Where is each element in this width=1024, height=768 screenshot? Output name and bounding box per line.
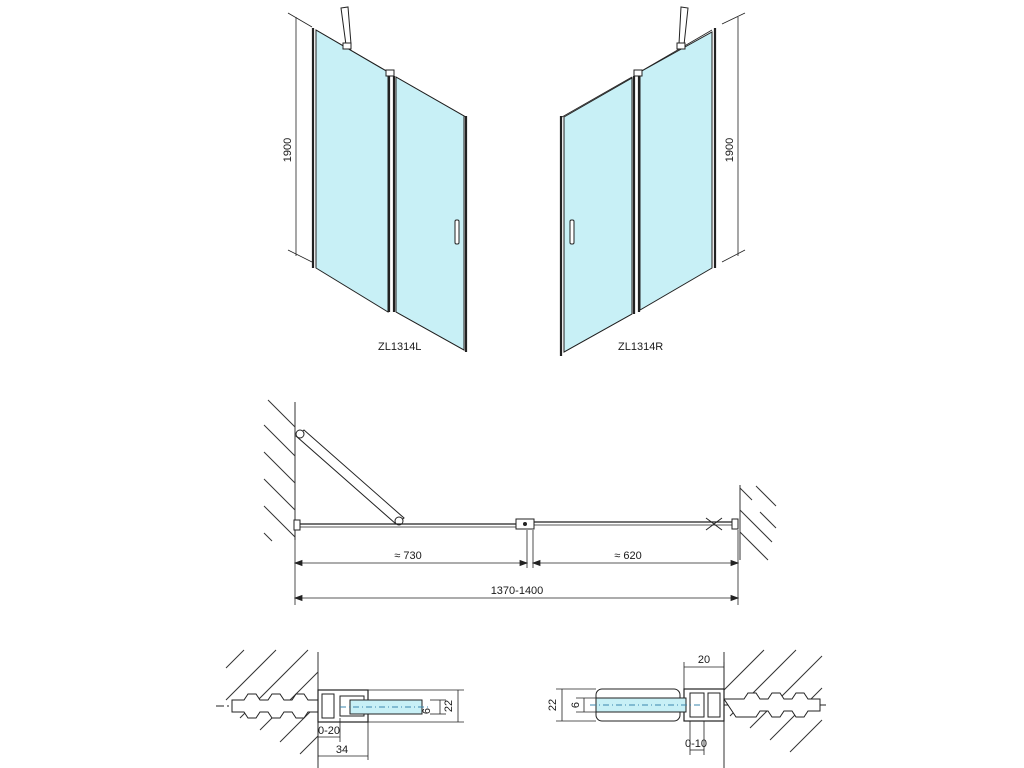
detail-right-dim-glass: 6 xyxy=(570,702,582,708)
fixed-glass-panel-right xyxy=(639,31,713,311)
detail-left-dim-profile: 22 xyxy=(443,700,455,712)
plan-glass-line xyxy=(293,517,739,531)
plan-dimension-lines xyxy=(293,530,740,605)
model-label-right: ZL1314R xyxy=(618,341,663,353)
dimension-total-width: 1370-1400 xyxy=(491,585,544,597)
dimension-fixed-width: ≈ 620 xyxy=(614,550,641,562)
detail-left-dim-glass: 6 xyxy=(421,708,433,714)
detail-right-dim-adjust: 0-10 xyxy=(685,738,707,750)
profile-detail-left: 6 22 0-20 34 xyxy=(216,649,464,768)
right-wall-hatch xyxy=(739,485,777,561)
fixed-glass-panel-left xyxy=(315,29,389,313)
left-wall-hatch xyxy=(263,399,296,542)
detail-right-wall-hatch xyxy=(723,649,823,768)
wall-anchor-left xyxy=(216,693,329,719)
door-handle-left xyxy=(454,219,460,245)
profile-detail-right: 20 22 6 0-10 xyxy=(547,649,826,768)
model-label-left: ZL1314L xyxy=(378,341,421,353)
detail-left-dim-adjust: 0-20 xyxy=(318,725,340,737)
stabilizer-bar-left xyxy=(340,6,352,50)
wall-profile-left xyxy=(317,689,430,723)
support-arm xyxy=(295,429,405,526)
door-handle-right xyxy=(569,219,575,245)
height-dimension-left xyxy=(287,12,313,263)
detail-right-dim-profile-width: 20 xyxy=(698,654,710,666)
dimension-door-width: ≈ 730 xyxy=(394,550,421,562)
frame-profiles-left xyxy=(311,28,468,352)
plan-view: ≈ 730 ≈ 620 1370-1400 xyxy=(263,399,777,605)
detail-left-dim-width: 34 xyxy=(336,744,348,756)
wall-anchor-right xyxy=(723,692,826,718)
height-label-right: 1900 xyxy=(724,138,736,162)
detail-left-dimensions xyxy=(317,689,464,760)
door-glass-panel-left xyxy=(395,76,465,351)
perspective-view-right: 1900 ZL1314R xyxy=(559,6,746,356)
wall-profile-right xyxy=(590,688,725,722)
door-glass-panel-right xyxy=(563,77,633,353)
height-label-left: 1900 xyxy=(282,138,294,162)
stabilizer-bar-right xyxy=(676,6,689,50)
height-dimension-right xyxy=(721,12,746,263)
detail-right-dimensions xyxy=(556,662,725,755)
frame-profiles-right xyxy=(559,28,717,356)
detail-right-dim-profile: 22 xyxy=(547,699,559,711)
perspective-view-left: 1900 ZL1314L xyxy=(282,6,468,353)
